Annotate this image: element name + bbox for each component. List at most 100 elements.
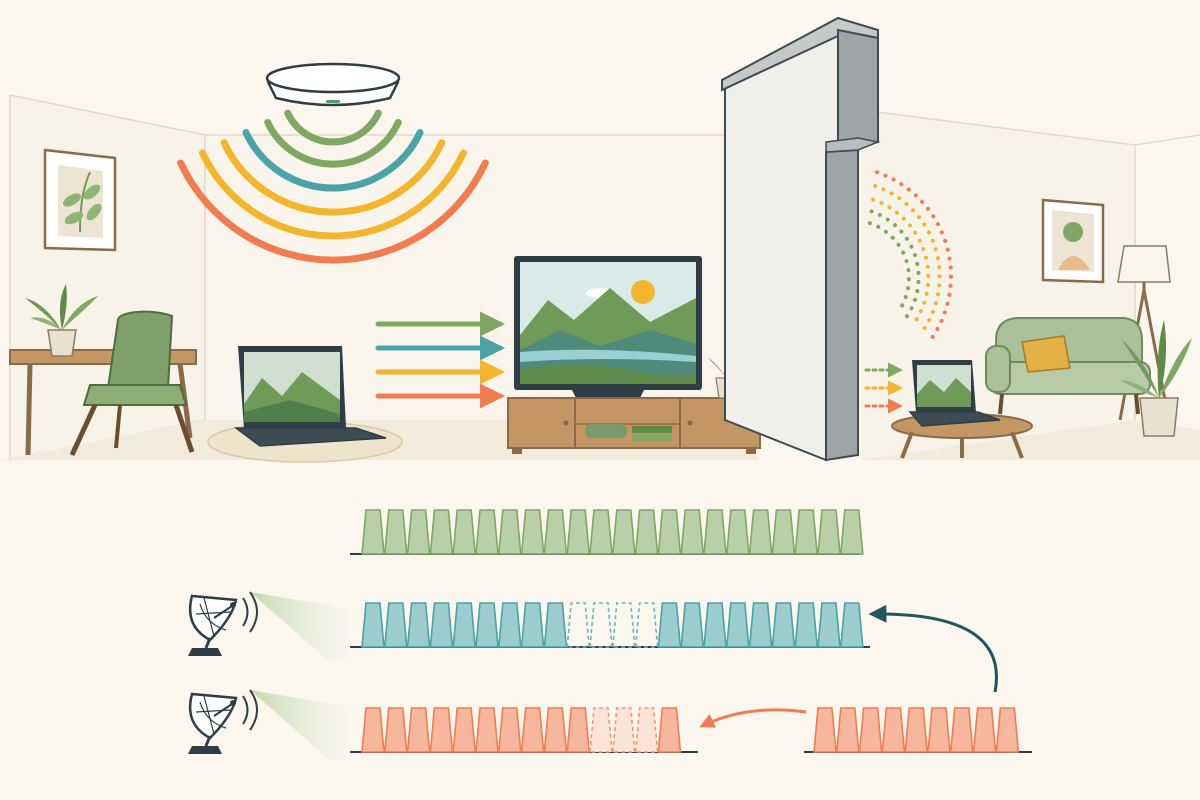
ceiling-access-point-icon [265,62,401,107]
weak-signal-arc [869,209,921,321]
satellite-dish-icon [188,689,356,760]
packet [657,602,682,648]
packet [680,602,705,648]
lost-packet [611,602,636,648]
packet [771,602,796,648]
packet [520,707,545,753]
packet [657,707,682,753]
signal-arc [284,109,382,146]
packet [475,707,499,753]
weak-signal-arcs [867,170,953,343]
weak-signal-arrows [864,362,903,414]
packet [383,602,408,648]
packet [520,509,545,555]
packet [725,602,750,648]
packet [794,509,819,555]
packet [589,509,613,555]
desk-plant [25,284,98,357]
satellite-dish-icon [188,591,356,662]
lost-packet [589,707,613,753]
packet [703,602,727,648]
packet [995,707,1020,753]
right-room-wall [860,110,1135,460]
packet [361,602,385,648]
signal-arc [220,139,446,216]
signal-arc [199,149,467,240]
packet [817,509,841,555]
second-laptop-icon [908,360,1001,427]
weak-signal-arc [867,221,911,314]
packet [657,509,682,555]
packet [611,509,636,555]
packet [771,509,796,555]
lost-packet [566,602,591,648]
packet [680,509,705,555]
living-room [0,16,1200,463]
packet [497,509,522,555]
packet [839,509,864,555]
packet [543,707,568,753]
packet [429,509,454,555]
packet [429,707,454,753]
sofa [985,317,1151,415]
weak-signal-arc [873,183,942,335]
orange-stream [350,707,1032,753]
packet [703,509,727,555]
weak-signal-arc [875,170,953,343]
packet [566,707,591,753]
packet [543,509,568,555]
signal-arc [242,129,424,192]
packet [904,707,929,753]
tv-stand [507,348,761,454]
packet [817,602,841,648]
teal-stream [350,602,870,648]
right-ceiling-line-2 [1134,134,1200,146]
wifi-signal-arcs [177,109,489,264]
lost-packet [634,707,659,753]
packet [748,509,773,555]
right-ceiling-line [859,109,1136,146]
signal-arc [177,159,489,264]
packet [835,707,860,753]
packet [361,509,385,555]
packet [452,602,477,648]
clean-stream [350,509,864,555]
packet [497,707,522,753]
television-icon [514,256,702,398]
packet [406,707,431,753]
packet [748,602,773,648]
packet [725,509,750,555]
signal-arrows-to-tv [375,311,505,409]
packet [813,707,837,753]
packet [475,602,499,648]
packet [972,707,997,753]
packet [520,602,545,648]
chair [69,310,195,457]
lost-packet [589,602,613,648]
lost-packet [611,707,636,753]
packet-rows [350,509,1032,753]
floor-plant [1120,320,1192,437]
signal-arc [264,118,402,168]
packet [452,509,477,555]
right-floor [860,420,1200,460]
packet [406,602,431,648]
packet [361,707,385,753]
right-wall-art [1041,198,1105,284]
lost-packet [634,602,659,648]
packet [881,707,906,753]
packet [566,509,591,555]
packet [543,602,568,648]
retransmit-arrow-teal [868,604,998,693]
packet [475,509,499,555]
partition-wall-icon [721,16,881,462]
packet [383,707,408,753]
packet-timeline-diagram [188,509,1032,760]
packet [949,707,974,753]
packet [429,602,454,648]
packet [406,509,431,555]
packet [794,602,819,648]
packet [634,509,659,555]
